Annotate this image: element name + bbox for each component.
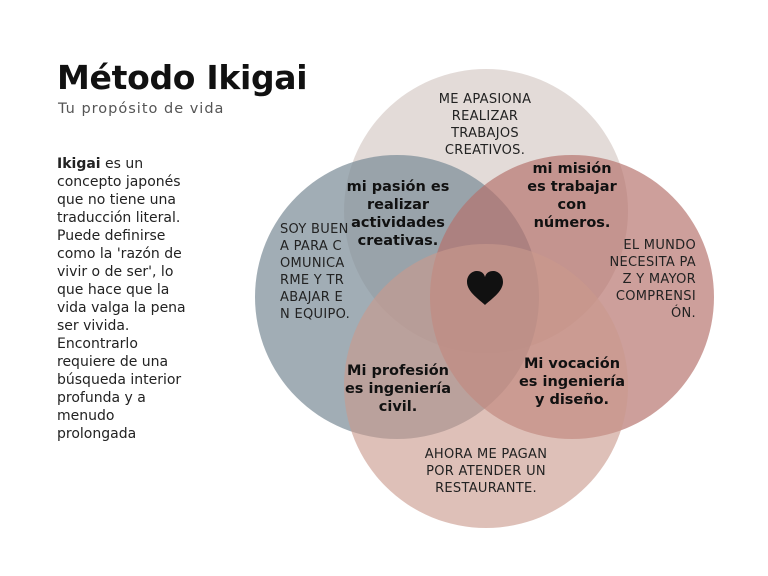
- description-keyword: Ikigai: [57, 156, 101, 172]
- label-vocation: Mi vocación es ingeniería y diseño.: [518, 356, 626, 408]
- label-right: EL MUNDO NECESITA PAZ Y MAYOR COMPRENSIÓ…: [609, 238, 696, 321]
- label-mission: mi misión es trabajar con números.: [527, 161, 617, 231]
- description-text: es un concepto japonés que no tiene una …: [57, 156, 186, 442]
- heart-icon: [467, 271, 503, 305]
- label-top: ME APASIONA REALIZAR TRABAJOS CREATIVOS.: [438, 92, 532, 158]
- description-paragraph: Ikigai es un concepto japonés que no tie…: [57, 155, 197, 443]
- label-passion: mi pasión es realizar actividades creati…: [346, 179, 450, 249]
- page-subtitle: Tu propósito de vida: [58, 101, 225, 117]
- page-title: Método Ikigai: [57, 58, 308, 97]
- circle-paid-for-bottom: [344, 244, 628, 528]
- label-bottom: AHORA ME PAGAN POR ATENDER UN RESTAURANT…: [424, 447, 548, 496]
- label-profession: Mi profesión es ingeniería civil.: [344, 363, 452, 415]
- label-left: SOY BUENA PARA COMUNICARME Y TRABAJAR EN…: [280, 222, 351, 322]
